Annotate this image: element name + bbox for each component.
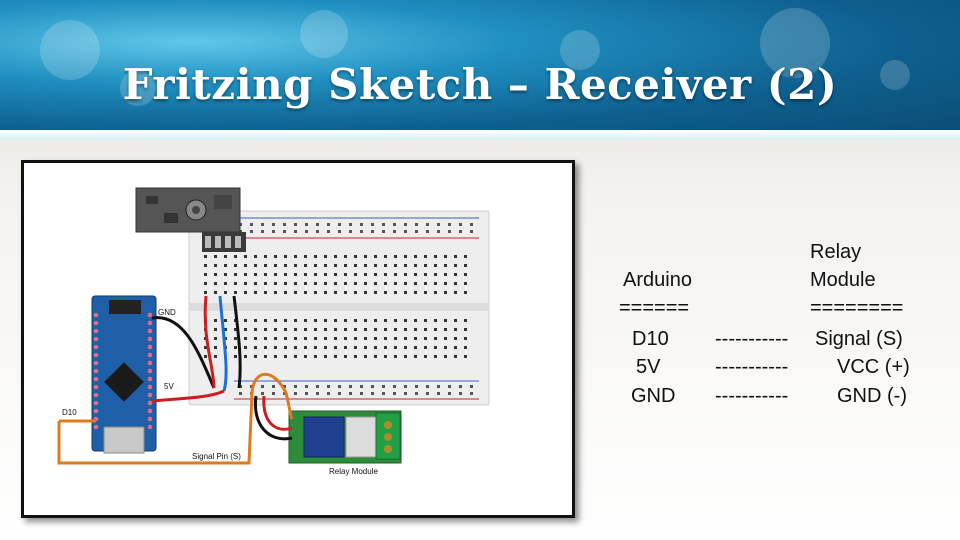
- fritzing-diagram: GND 5V D10 Signal Pin (S) Relay Module: [21, 160, 575, 518]
- row-relay-pin: VCC (+): [837, 356, 910, 378]
- row-arduino-pin: 5V: [636, 356, 661, 378]
- row-relay-pin: Signal (S): [815, 328, 903, 350]
- wire-signal-orange: [57, 372, 294, 465]
- label-relay-module: Relay Module: [329, 467, 378, 476]
- row-arduino-pin: D10: [632, 328, 669, 350]
- relay-module: [288, 410, 402, 464]
- row-relay-pin: GND (-): [837, 385, 907, 407]
- rf-receiver-module: [135, 187, 246, 252]
- row-dashes: -----------: [715, 328, 789, 350]
- relay-rule: ========: [810, 297, 904, 319]
- label-5v: 5V: [164, 382, 174, 391]
- arduino-rule: ======: [619, 297, 690, 319]
- wires: [57, 295, 294, 465]
- arduino-nano: [91, 295, 157, 454]
- relay-header-line2: Module: [810, 269, 876, 291]
- relay-header-line1: Relay: [810, 241, 862, 263]
- arduino-header: Arduino: [623, 269, 692, 291]
- wire-receiver-red: [203, 295, 216, 389]
- header-banner: [0, 0, 960, 140]
- label-gnd: GND: [158, 308, 176, 317]
- wire-relay-black: [253, 395, 293, 441]
- row-arduino-pin: GND: [631, 385, 676, 407]
- label-d10: D10: [62, 408, 77, 417]
- label-signal-pin: Signal Pin (S): [192, 452, 241, 461]
- slide-title: Fritzing Sketch – Receiver (2): [122, 60, 838, 109]
- wire-gnd-black: [151, 316, 216, 389]
- wire-relay-red: [262, 395, 293, 431]
- wire-receiver-blue: [218, 295, 228, 392]
- row-dashes: -----------: [715, 385, 789, 407]
- wire-5v-red: [151, 389, 225, 403]
- row-dashes: -----------: [715, 356, 789, 378]
- circuit-svg: GND 5V D10 Signal Pin (S) Relay Module: [57, 187, 490, 476]
- wire-receiver-black: [232, 295, 242, 389]
